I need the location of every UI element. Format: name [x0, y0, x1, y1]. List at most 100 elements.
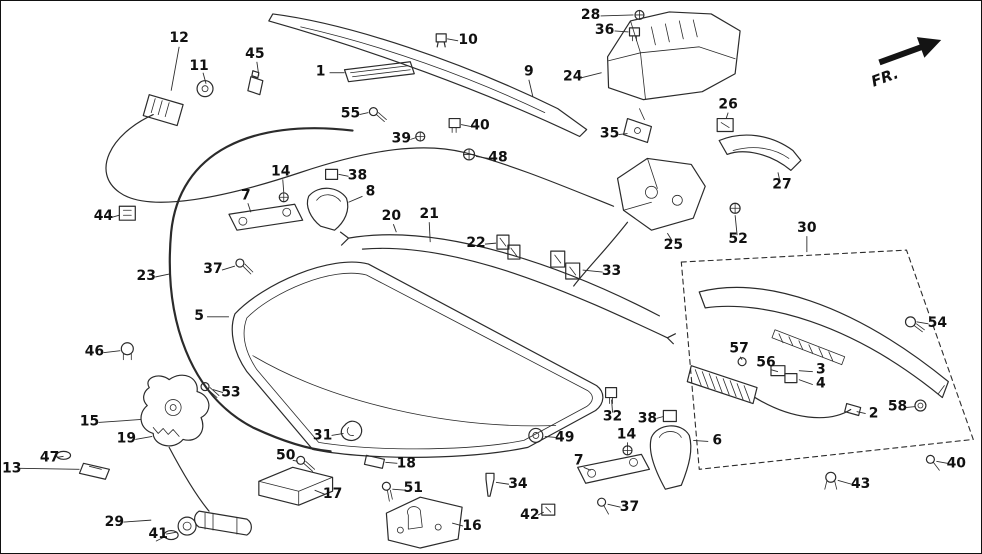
part-callout-30[interactable]: 30: [797, 220, 817, 236]
grommet-11: [196, 80, 214, 98]
callout-leader-24: [581, 72, 602, 79]
part-callout-47[interactable]: 47: [40, 449, 59, 465]
part-callout-17[interactable]: 17: [323, 486, 342, 502]
bolt-54: [904, 316, 917, 328]
opener-cylinder-detail: [150, 98, 170, 117]
bolt-48: [463, 148, 476, 161]
trunk-lid: [231, 261, 604, 458]
callout-leader-9: [528, 79, 534, 97]
part-callout-40[interactable]: 40: [947, 455, 967, 471]
part-callout-38[interactable]: 38: [348, 167, 367, 183]
part-callout-4[interactable]: 4: [816, 376, 826, 392]
part-callout-34[interactable]: 34: [508, 476, 528, 492]
part-callout-14[interactable]: 14: [271, 163, 291, 179]
part-callout-20[interactable]: 20: [382, 208, 402, 224]
part-callout-24[interactable]: 24: [563, 69, 583, 85]
part-callout-6[interactable]: 6: [712, 432, 722, 448]
part-callout-54[interactable]: 54: [928, 315, 948, 331]
part-callout-43[interactable]: 43: [851, 476, 870, 492]
part-callout-21[interactable]: 21: [420, 206, 439, 222]
part-callout-25[interactable]: 25: [664, 237, 683, 253]
part-callout-37[interactable]: 37: [620, 499, 639, 515]
part-callout-2[interactable]: 2: [869, 405, 879, 421]
part-callout-31[interactable]: 31: [313, 427, 332, 443]
part-callout-1[interactable]: 1: [316, 64, 326, 80]
hook-31-detail: [346, 427, 354, 436]
striker-16-detail: [396, 506, 442, 534]
part-callout-39[interactable]: 39: [392, 130, 411, 146]
hinge-plate-hole: [587, 468, 597, 478]
part-callout-19[interactable]: 19: [117, 430, 136, 446]
part-callout-29[interactable]: 29: [105, 514, 124, 530]
opener-cable: [105, 113, 615, 207]
part-callout-5[interactable]: 5: [194, 308, 204, 324]
part-callout-10[interactable]: 10: [458, 32, 478, 48]
callout-leader-44: [112, 214, 120, 218]
brake-light-2: [686, 365, 758, 405]
callout-leader-48: [475, 155, 490, 159]
spoiler-assembly: [680, 249, 974, 490]
part-callout-42[interactable]: 42: [520, 507, 539, 523]
part-callout-44[interactable]: 44: [94, 208, 114, 224]
screw-50: [296, 455, 306, 465]
callout-leader-15: [98, 419, 142, 423]
part-callout-33[interactable]: 33: [602, 263, 621, 279]
part-callout-26[interactable]: 26: [718, 97, 737, 113]
part-callout-49[interactable]: 49: [555, 429, 574, 445]
latch-arm: [573, 221, 629, 287]
part-callout-32[interactable]: 32: [603, 408, 622, 424]
part-callout-12[interactable]: 12: [169, 30, 188, 46]
part-callout-56[interactable]: 56: [756, 355, 775, 371]
part-callout-51[interactable]: 51: [404, 480, 423, 496]
clip-slots: [499, 237, 577, 276]
callout-leader-12: [170, 46, 180, 91]
part-callout-16[interactable]: 16: [462, 518, 481, 534]
trunk-lid-inner-line: [243, 272, 593, 450]
part-callout-57[interactable]: 57: [729, 341, 748, 357]
part-callout-46[interactable]: 46: [85, 344, 104, 360]
part-callout-35[interactable]: 35: [600, 126, 619, 142]
part-callout-3[interactable]: 3: [816, 362, 826, 378]
part-callout-11[interactable]: 11: [189, 58, 208, 74]
lock-body-15: [140, 374, 210, 447]
part-callout-18[interactable]: 18: [397, 455, 416, 471]
part-callout-13[interactable]: 13: [2, 460, 21, 476]
clip-40: [448, 117, 461, 129]
callout-leader-53: [212, 389, 224, 394]
part-callout-28[interactable]: 28: [581, 7, 600, 23]
part-callout-8[interactable]: 8: [366, 183, 376, 199]
washer-41: [163, 529, 179, 541]
part-callout-53[interactable]: 53: [221, 385, 240, 401]
fr-label: FR.: [869, 64, 901, 90]
part-callout-15[interactable]: 15: [80, 413, 99, 429]
fr-direction-arrow: FR.: [869, 37, 942, 91]
part-callout-55[interactable]: 55: [341, 106, 360, 122]
part-callout-9[interactable]: 9: [524, 64, 534, 80]
part-callout-38[interactable]: 38: [638, 410, 657, 426]
part-callout-23[interactable]: 23: [137, 268, 156, 284]
part-callout-7[interactable]: 7: [241, 187, 251, 203]
clip-44: [118, 205, 136, 221]
part-callout-40[interactable]: 40: [470, 118, 490, 134]
part-callout-58[interactable]: 58: [888, 399, 907, 415]
clip-43-prongs: [824, 480, 838, 490]
part-callout-36[interactable]: 36: [595, 22, 614, 38]
part-callout-37[interactable]: 37: [203, 261, 222, 277]
bracket-4: [784, 373, 798, 384]
part-callout-22[interactable]: 22: [466, 235, 485, 251]
part-callout-7[interactable]: 7: [574, 452, 584, 468]
clip-26: [716, 117, 734, 133]
part-callout-52[interactable]: 52: [728, 231, 747, 247]
part-callout-41[interactable]: 41: [149, 526, 168, 542]
part-callout-50[interactable]: 50: [276, 447, 296, 463]
part-callout-48[interactable]: 48: [488, 149, 507, 165]
screw-55-shaft: [376, 112, 387, 122]
part-callout-27[interactable]: 27: [772, 176, 791, 192]
callout-leader-17: [314, 489, 325, 495]
callout-leader-18: [385, 461, 398, 464]
part-callout-45[interactable]: 45: [245, 46, 264, 62]
part-callout-14[interactable]: 14: [617, 426, 637, 442]
bolt-48-cross: [463, 149, 475, 160]
callout-leader-29: [123, 519, 152, 523]
callout-leader-19: [135, 435, 153, 440]
